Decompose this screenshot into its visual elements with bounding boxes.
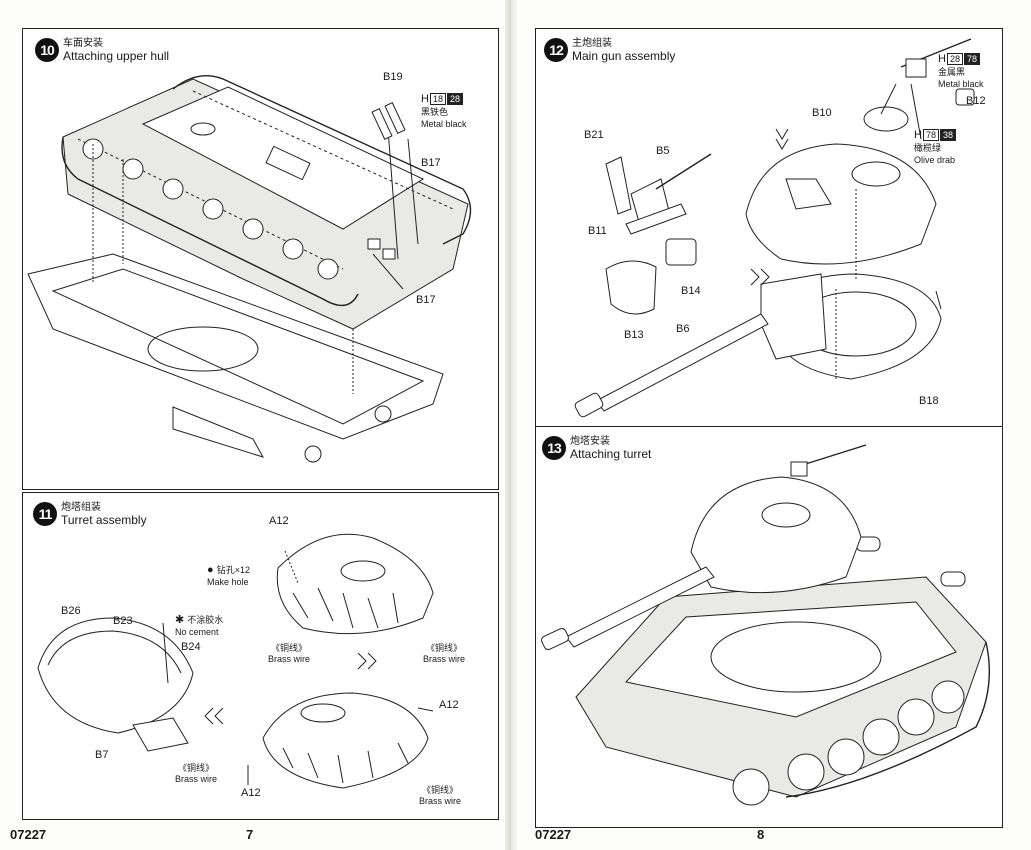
part-label-b14: B14 bbox=[681, 285, 701, 297]
turret-icon bbox=[690, 444, 867, 594]
step11-title-en: Turret assembly bbox=[61, 513, 147, 527]
book-gutter bbox=[505, 0, 517, 850]
step11-header: 11 炮塔组装 Turret assembly bbox=[33, 501, 147, 527]
step12-title-en: Main gun assembly bbox=[572, 49, 676, 63]
no-cement-en: No cement bbox=[175, 627, 219, 637]
part-b14-icon bbox=[665, 238, 697, 266]
brass-wire-label-1: 《铜线》Brass wire bbox=[268, 643, 311, 664]
product-code-right: 07227 bbox=[535, 827, 572, 842]
machine-gun-icon bbox=[605, 153, 712, 235]
top-machine-gun-icon bbox=[900, 38, 975, 106]
step12-panel: 12 主炮组装 Main gun assembly bbox=[535, 28, 1003, 428]
main-gun-drawing bbox=[574, 38, 975, 418]
part-label-b10: B10 bbox=[812, 107, 832, 119]
step13-badge: 13 bbox=[542, 436, 566, 460]
part-label-b13: B13 bbox=[624, 329, 644, 341]
paint-num-2: 28 bbox=[446, 93, 463, 105]
part-label-b6: B6 bbox=[676, 323, 690, 335]
step11-panel: 11 炮塔组装 Turret assembly bbox=[22, 492, 499, 820]
lower-hull-icon bbox=[27, 253, 444, 463]
part-label-b23: B23 bbox=[113, 615, 133, 627]
part-label-a12-right: A12 bbox=[439, 699, 459, 711]
step12-badge: 12 bbox=[544, 38, 568, 62]
part-label-b17-bottom: B17 bbox=[416, 294, 436, 306]
part-label-b5: B5 bbox=[656, 145, 670, 157]
step13-title-en: Attaching turret bbox=[570, 447, 652, 461]
turret-assembly-drawing bbox=[37, 533, 434, 789]
step13-panel: 13 炮塔安装 Attaching turret bbox=[535, 426, 1003, 828]
step11-badge: 11 bbox=[33, 502, 57, 526]
step11-title-cn: 炮塔组装 bbox=[61, 502, 101, 513]
step13-title-cn: 炮塔安装 bbox=[570, 436, 610, 447]
turret-ring-icon bbox=[760, 273, 942, 380]
part-label-a12-bottom: A12 bbox=[241, 787, 261, 799]
drill-note: ● 钻孔×12 Make hole bbox=[207, 563, 250, 588]
gun-barrel-icon bbox=[541, 566, 715, 651]
page-number-right: 8 bbox=[757, 827, 765, 842]
gun-barrel-icon bbox=[574, 313, 769, 418]
step10-header: 10 车面安装 Attaching upper hull bbox=[35, 37, 169, 63]
no-cement-icon: ✱ bbox=[175, 614, 185, 626]
step10-panel: 10 车面安装 Attaching upper hull bbox=[22, 28, 499, 490]
part-label-b24: B24 bbox=[181, 641, 201, 653]
page-number-left: 7 bbox=[246, 827, 254, 842]
upper-hull-icon bbox=[61, 75, 472, 330]
upper-hull-drawing bbox=[27, 75, 472, 463]
assembly-arrow-icon bbox=[357, 652, 377, 670]
part-label-b19: B19 bbox=[383, 71, 403, 83]
turret-bottom-icon bbox=[262, 692, 429, 789]
left-page: 10 车面安装 Attaching upper hull bbox=[0, 0, 505, 850]
turret-dome-icon bbox=[745, 143, 937, 265]
paint-name-en: Metal black bbox=[421, 119, 467, 129]
step10-title-en: Attaching upper hull bbox=[63, 49, 170, 63]
brass-wire-label-2: 《铜线》Brass wire bbox=[423, 643, 466, 664]
part-label-b7: B7 bbox=[95, 749, 109, 761]
ring-b10-icon bbox=[863, 106, 909, 132]
turret-top-icon bbox=[276, 533, 434, 635]
paint-name-cn: 黑铁色 bbox=[421, 107, 449, 117]
drill-note-en: Make hole bbox=[207, 577, 249, 587]
part-label-a12-top: A12 bbox=[269, 515, 289, 527]
step10-title-cn: 车面安装 bbox=[63, 38, 103, 49]
no-cement-cn: 不涂胶水 bbox=[187, 615, 224, 625]
mantlet-icon bbox=[605, 260, 657, 315]
brass-wire-label-4: 《铜线》Brass wire bbox=[419, 785, 462, 806]
turret-bowl-icon bbox=[37, 617, 194, 752]
step12-header: 12 主炮组装 Main gun assembly bbox=[544, 37, 675, 63]
part-label-b12: B12 bbox=[966, 95, 986, 107]
drill-note-cn: 钻孔×12 bbox=[216, 565, 250, 575]
product-code-left: 07227 bbox=[10, 827, 47, 842]
step10-badge: 10 bbox=[35, 38, 59, 62]
part-label-b21: B21 bbox=[584, 129, 604, 141]
brass-wire-label-3: 《铜线》Brass wire bbox=[175, 763, 218, 784]
tank-hull-icon bbox=[575, 536, 990, 806]
paint-code: H bbox=[421, 93, 429, 105]
step13-header: 13 炮塔安装 Attaching turret bbox=[542, 435, 651, 461]
drill-icon: ● bbox=[207, 564, 214, 576]
part-label-b18: B18 bbox=[919, 395, 939, 407]
part-label-b26: B26 bbox=[61, 605, 81, 617]
assembly-arrow-icon bbox=[750, 268, 770, 286]
part-label-b11: B11 bbox=[588, 225, 607, 237]
right-page: 12 主炮组装 Main gun assembly bbox=[515, 0, 1031, 850]
no-cement-note: ✱ 不涂胶水 No cement bbox=[175, 613, 223, 638]
tank-turret-attach-drawing bbox=[541, 444, 990, 806]
paint-num-1: 18 bbox=[429, 93, 446, 105]
part-label-b17-top: B17 bbox=[421, 157, 441, 169]
step12-title-cn: 主炮组装 bbox=[572, 38, 612, 49]
